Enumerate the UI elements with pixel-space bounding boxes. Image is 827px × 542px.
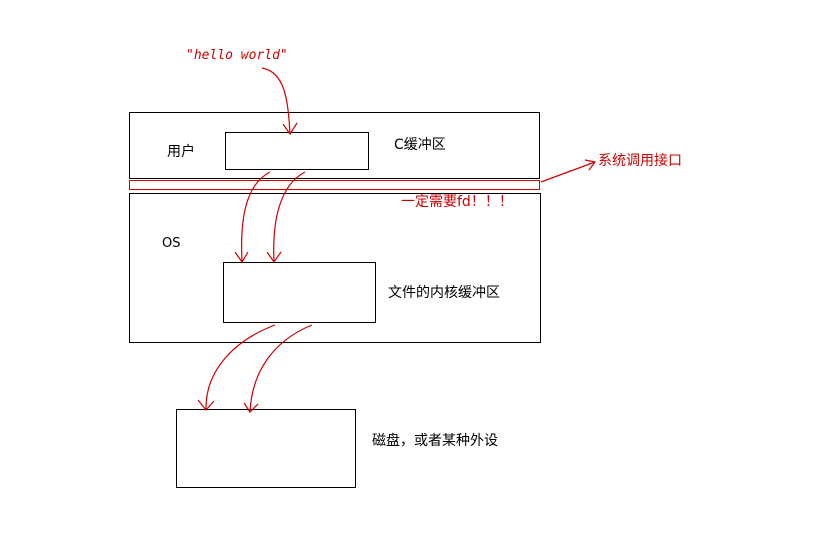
arrow-head-hello bbox=[282, 122, 298, 136]
os-space-box bbox=[129, 193, 541, 343]
kernel-buffer-label: 文件的内核缓冲区 bbox=[388, 285, 500, 301]
os-label: OS bbox=[162, 236, 181, 251]
arrow-kernel-to-disk-2 bbox=[249, 324, 313, 413]
arrow-hello-to-cbuffer bbox=[261, 67, 291, 135]
disk-label: 磁盘，或者某种外设 bbox=[372, 433, 498, 449]
user-space-label: 用户 bbox=[167, 144, 195, 160]
arrow-head-kernel-disk-2 bbox=[243, 402, 259, 413]
disk-box bbox=[176, 409, 356, 488]
syscall-interface-label: 系统调用接口 bbox=[598, 153, 682, 169]
syscall-interface-band bbox=[129, 180, 540, 190]
arrow-syscall-pointer bbox=[540, 161, 596, 183]
arrow-cbuffer-to-kernel-2 bbox=[273, 171, 306, 263]
c-buffer-box bbox=[225, 132, 369, 170]
need-fd-label: 一定需要fd！！！ bbox=[401, 194, 513, 210]
user-space-box bbox=[129, 112, 540, 179]
arrow-cbuffer-to-kernel-1 bbox=[241, 171, 271, 263]
kernel-buffer-box bbox=[223, 262, 376, 323]
c-buffer-label: C缓冲区 bbox=[394, 137, 446, 153]
arrow-head-cbuffer-kernel-2 bbox=[266, 251, 282, 264]
arrow-head-cbuffer-kernel-1 bbox=[234, 251, 249, 264]
arrow-head-syscall bbox=[584, 159, 597, 171]
arrow-kernel-to-disk-1 bbox=[205, 324, 276, 411]
arrow-head-kernel-disk-1 bbox=[197, 399, 215, 411]
hello-world-label: "hello world" bbox=[186, 48, 288, 63]
